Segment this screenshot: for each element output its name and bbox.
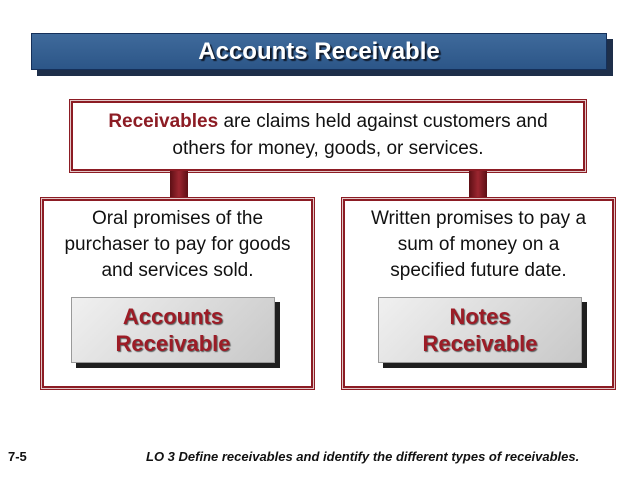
notes-receivable-label-line-1: Notes [449, 304, 511, 329]
right-desc-line-3: specified future date. [390, 260, 567, 281]
right-desc-line-2: sum of money on a [397, 234, 560, 255]
learning-objective: LO 3 Define receivables and identify the… [146, 449, 580, 464]
definition-box [71, 101, 585, 171]
accounts-receivable-label-line-2: Receivable [115, 331, 231, 356]
left-desc-line-1: Oral promises of the [91, 208, 264, 229]
notes-receivable-label: Notes Receivable [378, 297, 582, 363]
accounts-receivable-label-line-1: Accounts [122, 304, 224, 329]
slide-number: 7-5 [8, 449, 27, 464]
definition-line-1: Receivables are claims held against cust… [71, 108, 585, 135]
slide-title: Accounts Receivable [198, 37, 440, 65]
accounts-receivable-description: Oral promises of the purchaser to pay fo… [42, 206, 313, 284]
definition-text: Receivables are claims held against cust… [71, 108, 585, 162]
definition-line-1-rest: are claims held against customers and [218, 111, 548, 132]
right-connector [469, 171, 487, 199]
left-desc-line-2: purchaser to pay for goods [64, 234, 291, 255]
left-desc-line-3: and services sold. [101, 260, 254, 281]
definition-line-2: others for money, goods, or services. [172, 138, 484, 159]
definition-term: Receivables [108, 111, 219, 132]
right-desc-line-1: Written promises to pay a [370, 208, 587, 229]
title-bar [31, 33, 607, 70]
notes-receivable-description: Written promises to pay a sum of money o… [343, 206, 614, 284]
left-connector [170, 171, 188, 199]
notes-receivable-label-line-2: Receivable [422, 331, 538, 356]
accounts-receivable-label: Accounts Receivable [71, 297, 275, 363]
